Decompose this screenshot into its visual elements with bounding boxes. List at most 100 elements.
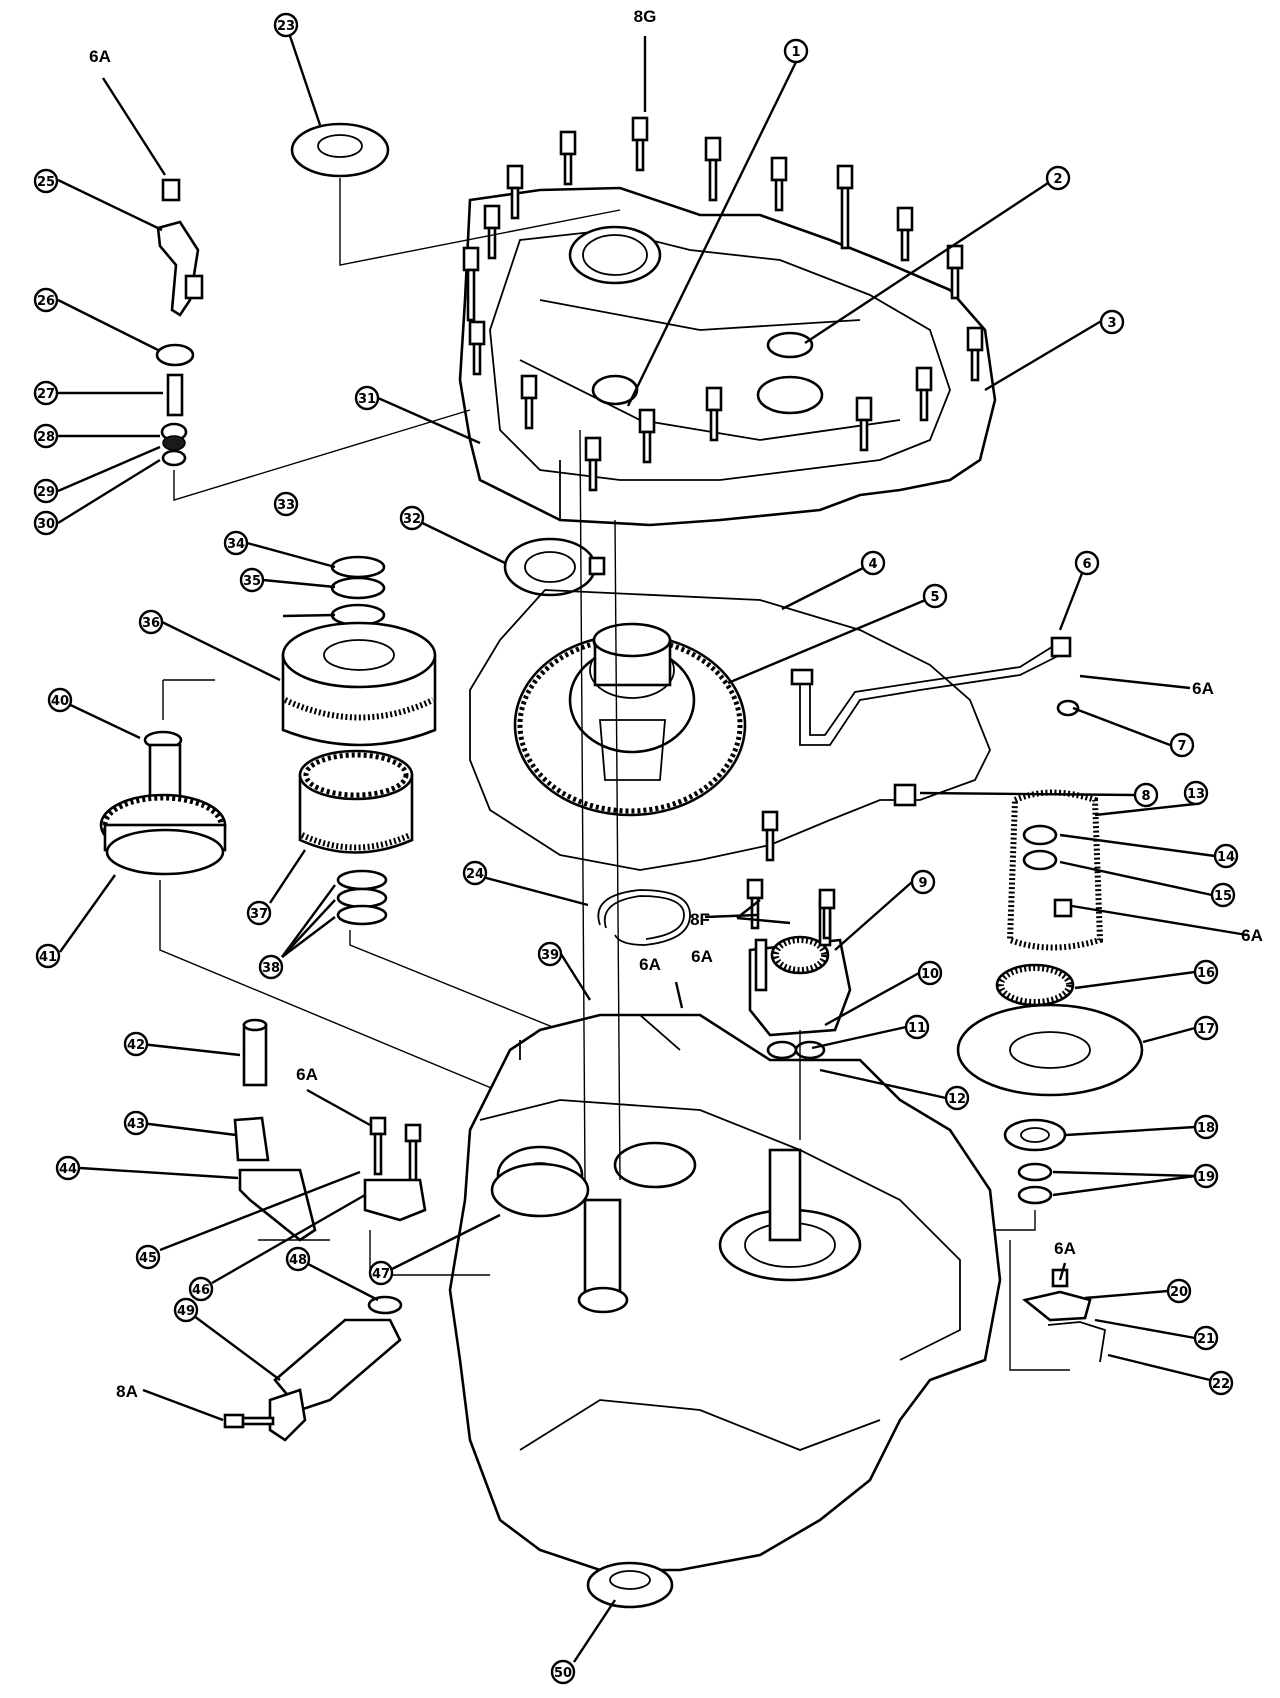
detent-assembly (1009, 1240, 1107, 1371)
bearing-32 (503, 537, 606, 597)
callout-label: 21 (1197, 1332, 1215, 1347)
atf-pipe (790, 636, 1080, 807)
callout-17: 17 (1193, 1015, 1219, 1041)
callout-label: 28 (37, 430, 55, 445)
callout-4: 4 (860, 550, 886, 576)
callout-8: 8 (1133, 782, 1159, 808)
callout-15: 15 (1210, 882, 1236, 908)
callout-19: 19 (1193, 1163, 1219, 1189)
callout-44: 44 (55, 1155, 81, 1181)
shift-arm-assembly (155, 178, 471, 501)
callout-32: 32 (399, 505, 425, 531)
callout-26: 26 (33, 287, 59, 313)
callout-3: 3 (1099, 309, 1125, 335)
callout-20: 20 (1166, 1278, 1192, 1304)
callout-48: 48 (285, 1246, 311, 1272)
callout-label: 1 (791, 45, 800, 60)
callout-label: 36 (142, 616, 160, 631)
callout-label: 6 (1082, 557, 1091, 572)
transmission-housing-lower (448, 1013, 1002, 1572)
callout-30: 30 (33, 510, 59, 536)
callout-24: 24 (462, 860, 488, 886)
callout-label: 25 (37, 175, 55, 190)
torque-labels: 6A 8G 6A 8F 6A 6A 6A 6A 6A 8A (89, 7, 1263, 1401)
callout-label: 48 (289, 1253, 307, 1268)
callout-38: 38 (258, 954, 284, 980)
callout-16: 16 (1193, 959, 1219, 985)
callout-45: 45 (135, 1244, 161, 1270)
snap-ring-24 (597, 889, 691, 946)
callout-label: 42 (127, 1038, 145, 1053)
torque-label: 6A (89, 47, 111, 66)
callout-14: 14 (1213, 843, 1239, 869)
callout-label: 35 (243, 574, 261, 589)
callout-label: 18 (1197, 1121, 1215, 1136)
torque-label: 6A (691, 947, 713, 966)
callout-33: 33 (273, 491, 299, 517)
differential-assembly-5 (513, 622, 747, 817)
callout-label: 4 (868, 557, 877, 572)
callout-label: 49 (177, 1304, 195, 1319)
callout-27: 27 (33, 380, 59, 406)
callout-13: 13 (1183, 780, 1209, 806)
callout-2: 2 (1045, 165, 1071, 191)
callout-9: 9 (910, 869, 936, 895)
torque-label: 6A (1054, 1239, 1076, 1258)
chain-sprocket-assembly (956, 789, 1144, 1231)
callout-label: 17 (1197, 1022, 1215, 1037)
torque-label: 8G (634, 7, 657, 26)
leader-lines (57, 35, 1248, 1663)
callout-50: 50 (550, 1659, 576, 1685)
callout-47: 47 (368, 1260, 394, 1286)
callout-22: 22 (1208, 1370, 1234, 1396)
callout-43: 43 (123, 1110, 149, 1136)
callout-label: 14 (1217, 850, 1235, 865)
torque-label: 6A (1241, 926, 1263, 945)
callouts: 1 2 3 4 5 6 7 8 9 10 11 12 13 14 15 16 1… (33, 12, 1239, 1685)
callout-label: 15 (1214, 889, 1232, 904)
oil-seal-23 (290, 122, 621, 266)
callout-40: 40 (47, 687, 73, 713)
callout-46: 46 (188, 1276, 214, 1302)
callout-label: 23 (277, 19, 295, 34)
callout-31: 31 (354, 385, 380, 411)
callout-label: 38 (262, 961, 280, 976)
callout-42: 42 (123, 1031, 149, 1057)
callout-label: 46 (192, 1283, 210, 1298)
callout-label: 50 (554, 1666, 572, 1681)
pump-bolts (746, 810, 836, 940)
callout-5: 5 (922, 583, 948, 609)
oil-seal-50 (586, 1561, 674, 1609)
torque-label: 8F (690, 910, 710, 929)
torque-label: 6A (1192, 679, 1214, 698)
callout-25: 25 (33, 168, 59, 194)
callout-label: 30 (37, 517, 55, 532)
callout-10: 10 (917, 960, 943, 986)
callout-label: 27 (37, 387, 55, 402)
callout-37: 37 (246, 900, 272, 926)
torque-label: 8A (116, 1382, 138, 1401)
alignment-lines (579, 429, 801, 1181)
callout-label: 34 (227, 537, 245, 552)
callout-11: 11 (904, 1014, 930, 1040)
callout-label: 11 (908, 1021, 926, 1036)
speed-sensor-49 (223, 1295, 403, 1442)
callout-label: 41 (39, 950, 57, 965)
callout-29: 29 (33, 478, 59, 504)
callout-label: 16 (1197, 966, 1215, 981)
callout-label: 19 (1197, 1170, 1215, 1185)
clutch-assembly-36 (281, 555, 437, 747)
callout-label: 43 (127, 1117, 145, 1132)
callout-18: 18 (1193, 1114, 1219, 1140)
callout-label: 5 (930, 590, 939, 605)
callout-28: 28 (33, 423, 59, 449)
gear-shaft-41 (99, 679, 521, 1101)
callout-label: 33 (277, 498, 295, 513)
callout-label: 2 (1053, 172, 1062, 187)
callout-label: 32 (403, 512, 421, 527)
callout-label: 45 (139, 1251, 157, 1266)
callout-label: 44 (59, 1162, 77, 1177)
callout-23: 23 (273, 12, 299, 38)
callout-35: 35 (239, 567, 265, 593)
callout-label: 37 (250, 907, 268, 922)
